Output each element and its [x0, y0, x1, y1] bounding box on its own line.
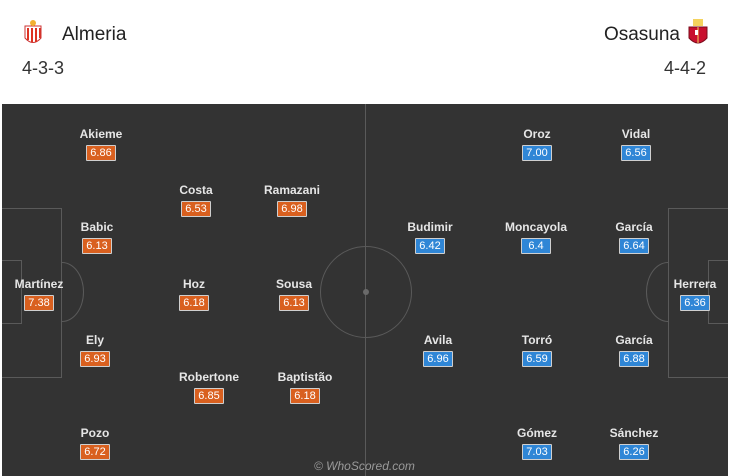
player-oroz[interactable]: Oroz 7.00	[497, 127, 577, 161]
player-name: Akieme	[79, 127, 123, 141]
player-hoz[interactable]: Hoz 6.18	[154, 277, 234, 311]
player-name: Robertone	[179, 370, 239, 384]
player-moncayola[interactable]: Moncayola 6.4	[496, 220, 576, 254]
almeria-crest-icon	[24, 20, 42, 43]
player-rating: 6.88	[619, 351, 649, 367]
player-torro[interactable]: Torró 6.59	[497, 333, 577, 367]
player-rating: 6.18	[179, 295, 209, 311]
player-name: Ramazani	[263, 183, 321, 197]
player-name: García	[615, 220, 653, 234]
player-rating: 6.26	[619, 444, 649, 460]
player-babic[interactable]: Babic 6.13	[57, 220, 137, 254]
player-rating: 7.03	[522, 444, 552, 460]
player-budimir[interactable]: Budimir 6.42	[390, 220, 470, 254]
player-sousa[interactable]: Sousa 6.13	[254, 277, 334, 311]
player-name: Ely	[85, 333, 104, 347]
player-name: Budimir	[407, 220, 453, 234]
player-ely[interactable]: Ely 6.93	[55, 333, 135, 367]
player-name: Baptistão	[277, 370, 333, 384]
player-name: Hoz	[183, 277, 205, 291]
player-rating: 6.18	[290, 388, 320, 404]
pitch: Akieme 6.86 Costa 6.53 Ramazani 6.98 Bab…	[2, 104, 728, 476]
player-pozo[interactable]: Pozo 6.72	[55, 426, 135, 460]
player-rating: 6.59	[522, 351, 552, 367]
player-herrera[interactable]: Herrera 6.36	[655, 277, 728, 311]
player-rating: 6.64	[619, 238, 649, 254]
player-name: Babic	[80, 220, 114, 234]
player-rating: 6.72	[80, 444, 110, 460]
player-name: Oroz	[523, 127, 551, 141]
player-name: Sousa	[275, 277, 312, 291]
away-team-name[interactable]: Osasuna	[603, 24, 680, 45]
player-name: Moncayola	[504, 220, 567, 234]
player-garcia-2[interactable]: García 6.88	[594, 333, 674, 367]
player-name: Torró	[521, 333, 553, 347]
player-rating: 6.98	[277, 201, 307, 217]
player-robertone[interactable]: Robertone 6.85	[169, 370, 249, 404]
player-name: Herrera	[673, 277, 717, 291]
osasuna-crest-icon	[688, 19, 708, 44]
home-team-name[interactable]: Almeria	[62, 24, 127, 45]
away-penalty-box	[668, 208, 728, 378]
away-six-yard-box	[708, 260, 728, 324]
player-name: Vidal	[621, 127, 651, 141]
player-name: Martínez	[14, 277, 64, 291]
player-gomez[interactable]: Gómez 7.03	[497, 426, 577, 460]
home-six-yard-box	[2, 260, 22, 324]
player-sanchez[interactable]: Sánchez 6.26	[594, 426, 674, 460]
player-akieme[interactable]: Akieme 6.86	[61, 127, 141, 161]
away-formation: 4-4-2	[663, 58, 706, 78]
player-rating: 7.00	[522, 145, 552, 161]
player-name: García	[615, 333, 653, 347]
player-name: Pozo	[80, 426, 110, 440]
home-formation: 4-3-3	[22, 58, 65, 78]
player-name: Gómez	[516, 426, 557, 440]
player-rating: 6.13	[279, 295, 309, 311]
player-avila[interactable]: Avila 6.96	[398, 333, 478, 367]
player-rating: 6.56	[621, 145, 651, 161]
player-name: Sánchez	[609, 426, 659, 440]
player-rating: 6.85	[194, 388, 224, 404]
player-rating: 7.38	[24, 295, 54, 311]
player-name: Avila	[423, 333, 453, 347]
player-rating: 6.36	[680, 295, 710, 311]
player-name: Costa	[179, 183, 213, 197]
player-costa[interactable]: Costa 6.53	[156, 183, 236, 217]
player-rating: 6.53	[181, 201, 211, 217]
player-rating: 6.93	[80, 351, 110, 367]
player-garcia-1[interactable]: García 6.64	[594, 220, 674, 254]
player-vidal[interactable]: Vidal 6.56	[596, 127, 676, 161]
player-rating: 6.4	[521, 238, 551, 254]
center-spot	[363, 289, 369, 295]
player-martinez[interactable]: Martínez 7.38	[2, 277, 79, 311]
player-rating: 6.42	[415, 238, 445, 254]
player-rating: 6.86	[86, 145, 116, 161]
player-ramazani[interactable]: Ramazani 6.98	[252, 183, 332, 217]
center-circle	[320, 246, 412, 338]
player-rating: 6.96	[423, 351, 453, 367]
player-rating: 6.13	[82, 238, 112, 254]
home-penalty-box	[2, 208, 62, 378]
whoscored-watermark: © WhoScored.com	[314, 459, 415, 473]
match-header: Almeria 4-3-3 Osasuna 4-4-2	[0, 0, 730, 104]
player-baptistao[interactable]: Baptistão 6.18	[265, 370, 345, 404]
